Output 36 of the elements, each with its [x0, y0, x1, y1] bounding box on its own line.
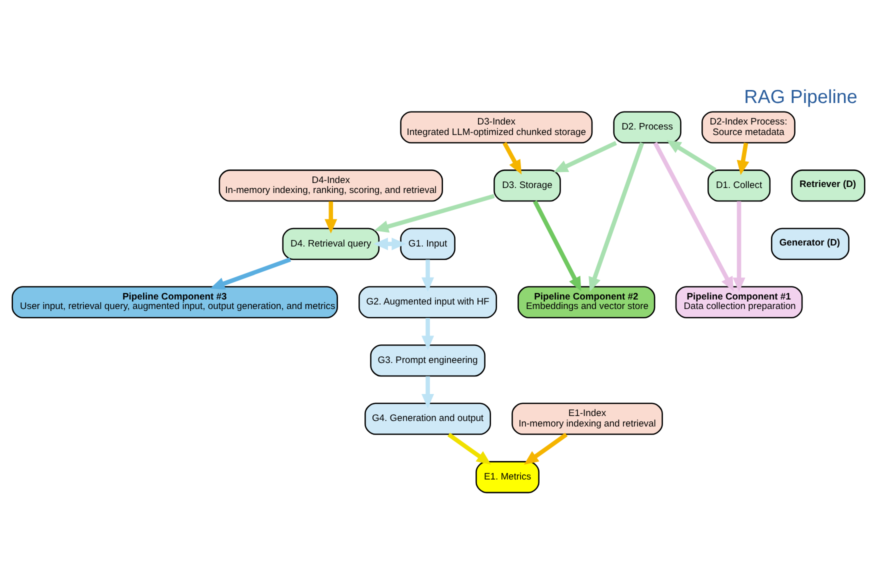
arrow	[532, 200, 582, 291]
node-box: G4. Generation and output	[364, 402, 492, 434]
node-box: G1. Input	[400, 227, 456, 260]
node-box: G3. Prompt engineering	[370, 344, 486, 376]
arrow	[732, 200, 746, 292]
arrow	[666, 140, 716, 172]
arrow	[422, 259, 434, 292]
diagram-title: RAG Pipeline	[744, 85, 858, 106]
arrow	[422, 376, 434, 408]
arrow	[588, 142, 644, 292]
node-box: D1. Collect	[708, 169, 771, 202]
arrow	[653, 141, 734, 291]
node-box: D2-Index Process: Source metadata	[702, 110, 796, 143]
node-box: Pipeline Component #2 Embeddings and vector store	[518, 286, 656, 318]
node-box: D2. Process	[613, 110, 682, 143]
arrow	[447, 432, 492, 464]
arrow	[374, 193, 495, 232]
arrow	[736, 142, 750, 175]
node-box: Generator (D)	[770, 227, 850, 260]
arrow	[422, 317, 434, 350]
node-box: D3. Storage	[494, 169, 561, 202]
arrow	[553, 140, 617, 172]
arrow	[374, 237, 406, 250]
arrow	[324, 200, 338, 233]
arrow	[524, 432, 568, 464]
node-box: D4-Index In-memory indexing, ranking, scoring, and retrieval	[218, 169, 443, 202]
node-box: Pipeline Component #3 User input, retrieval query, augmented input, output generation, and metrics	[12, 286, 338, 318]
node-box: E1. Metrics	[476, 460, 540, 493]
node-box: D4. Retrieval query	[282, 227, 380, 260]
arrow	[502, 142, 522, 174]
node-box: G2. Augmented input with HF	[358, 286, 498, 318]
node-box: Retriever (D)	[791, 169, 866, 202]
node-box: D3-Index Integrated LLM-optimized chunked storage	[400, 110, 593, 143]
node-box: Pipeline Component #1 Data collection preparation	[675, 286, 803, 318]
node-box: E1-Index In-memory indexing and retrieval	[512, 402, 663, 434]
arrow	[210, 256, 292, 290]
